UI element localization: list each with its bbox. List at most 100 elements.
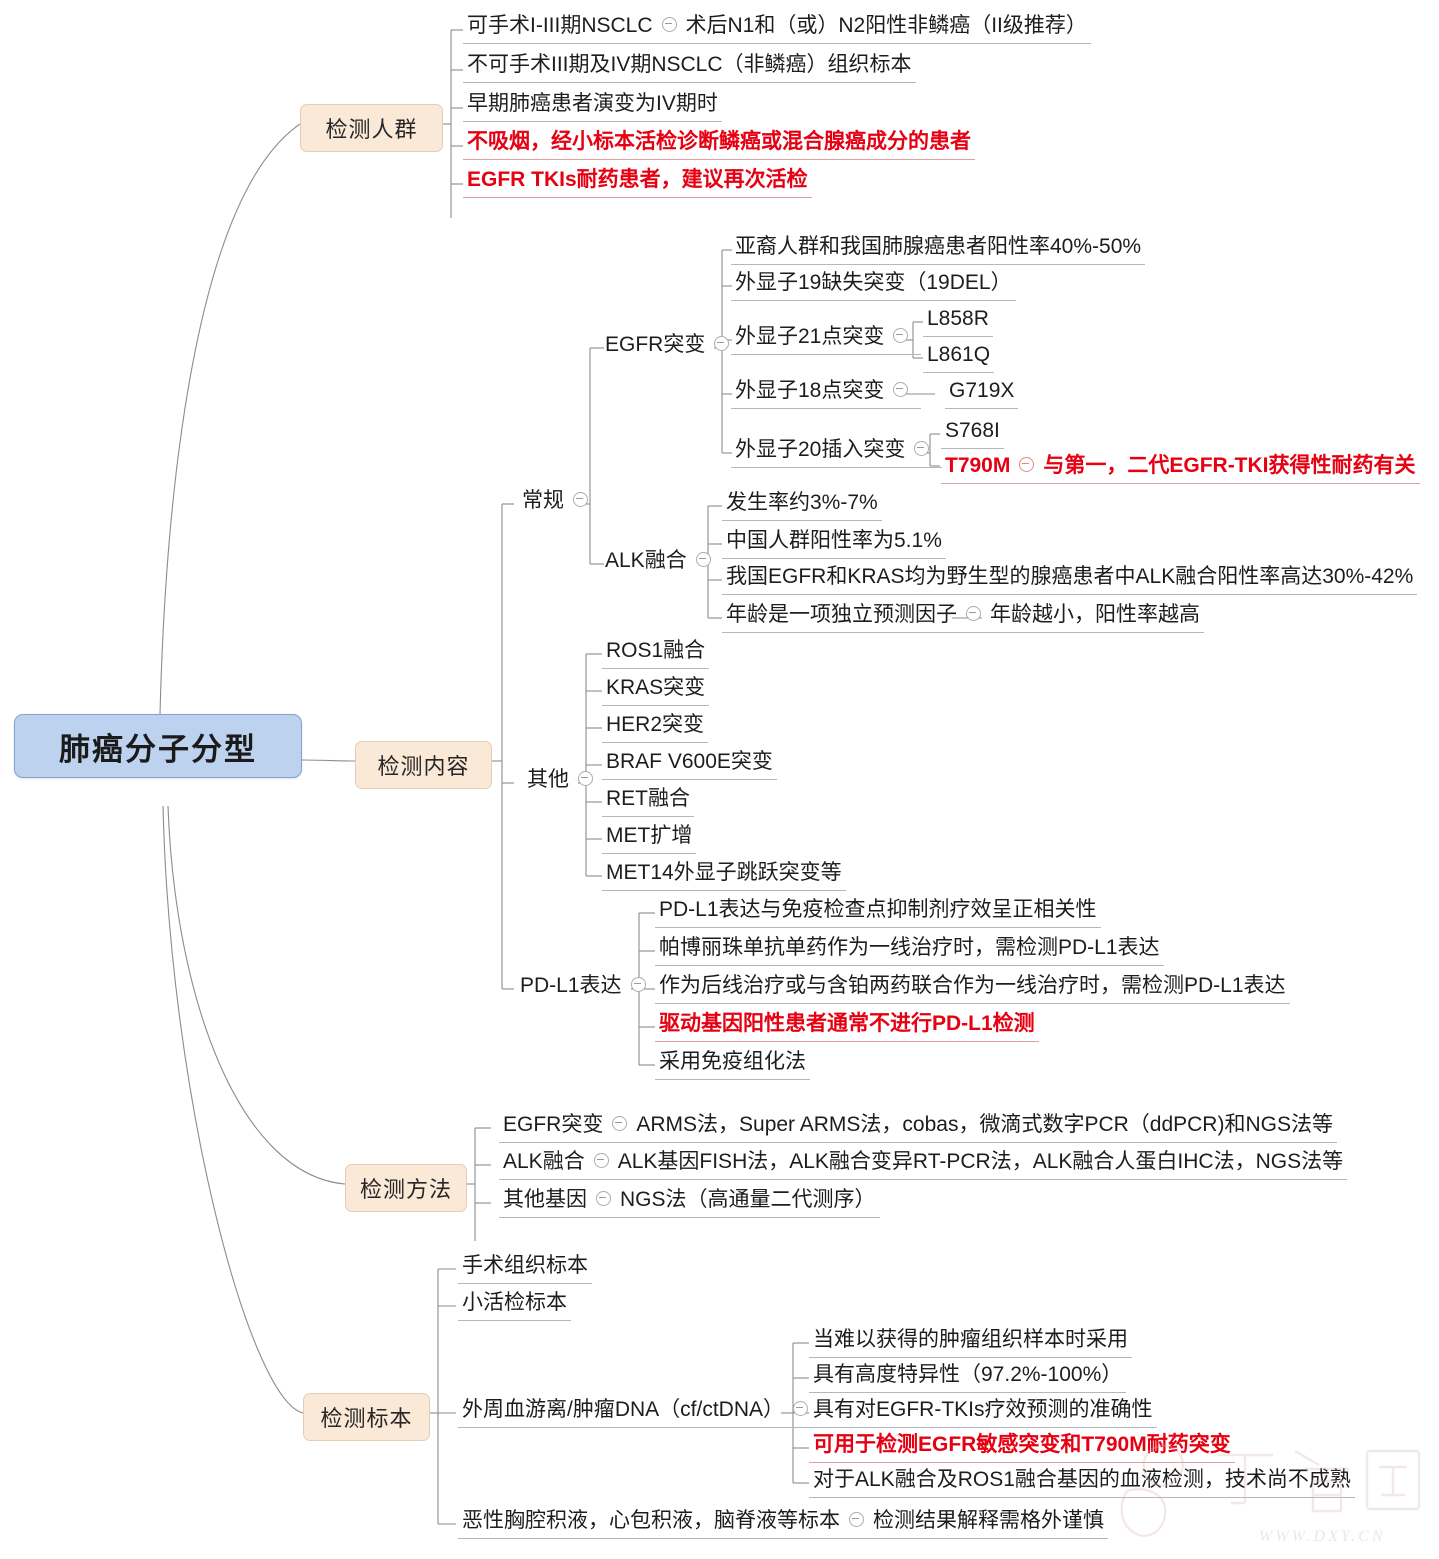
leaf-text: ROS1融合: [606, 639, 706, 662]
node-routine[interactable]: 常规: [518, 487, 601, 518]
leaf-other-1[interactable]: KRAS突变: [602, 674, 710, 707]
leaf-other-4[interactable]: RET融合: [602, 785, 694, 818]
leaf-text: EGFR突变: [503, 1113, 604, 1136]
leaf-text: 我国EGFR和KRAS均为野生型的腺癌患者中ALK融合阳性率高达30%-42%: [726, 565, 1414, 588]
leaf-text: HER2突变: [606, 713, 705, 736]
leaf-population-0[interactable]: 可手术I-III期NSCLC 术后N1和（或）N2阳性非鳞癌（II级推荐）: [463, 12, 1091, 45]
leaf-text: 对于ALK融合及ROS1融合基因的血液检测，技术尚不成熟: [813, 1468, 1351, 1491]
leaf-child-text: 年龄越小，阳性率越高: [990, 603, 1200, 626]
leaf-text: BRAF V600E突变: [606, 750, 773, 773]
leaf-ctdna-0[interactable]: 当难以获得的肿瘤组织样本时采用: [809, 1326, 1132, 1359]
leaf-other-2[interactable]: HER2突变: [602, 711, 709, 744]
node-alk[interactable]: ALK融合: [601, 547, 724, 578]
leaf-ctdna-3[interactable]: 可用于检测EGFR敏感突变和T790M耐药突变: [809, 1431, 1235, 1464]
leaf-text: 早期肺癌患者演变为IV期时: [467, 92, 718, 115]
expand-marker-icon[interactable]: [1019, 456, 1035, 472]
leaf-pdl1-0[interactable]: PD-L1表达与免疫检查点抑制剂疗效呈正相关性: [655, 896, 1101, 929]
expand-marker-icon[interactable]: [914, 440, 930, 456]
leaf-child-text: 术后N1和（或）N2阳性非鳞癌（II级推荐）: [685, 14, 1087, 37]
leaf-other-3[interactable]: BRAF V600E突变: [602, 748, 777, 781]
branch-content[interactable]: 检测内容: [355, 741, 492, 789]
leaf-child-text: ALK基因FISH法，ALK融合变异RT-PCR法，ALK融合人蛋白IHC法，N…: [617, 1150, 1344, 1173]
leaf-egfr-0[interactable]: 亚裔人群和我国肺腺癌患者阳性率40%-50%: [731, 233, 1146, 266]
leaf-text: 年龄是一项独立预测因子: [726, 603, 957, 626]
expand-marker-icon[interactable]: [612, 1115, 628, 1131]
leaf-specimen-3[interactable]: 恶性胸腔积液，心包积液，脑脊液等标本 检测结果解释需格外谨慎: [458, 1507, 1108, 1540]
leaf-population-3[interactable]: 不吸烟，经小标本活检诊断鳞癌或混合腺癌成分的患者: [463, 128, 975, 161]
expand-marker-icon[interactable]: [849, 1511, 864, 1527]
expand-marker-icon[interactable]: [596, 1190, 611, 1206]
expand-marker-icon[interactable]: [630, 976, 646, 992]
leaf-text: MET扩增: [606, 824, 693, 847]
leaf-pdl1-1[interactable]: 帕博丽珠单抗单药作为一线治疗时，需检测PD-L1表达: [655, 934, 1164, 967]
leaf-specimen-1[interactable]: 小活检标本: [458, 1289, 571, 1322]
leaf-specimen-0[interactable]: 手术组织标本: [458, 1252, 592, 1285]
leaf-text: 外显子21点突变: [735, 325, 885, 348]
leaf-population-2[interactable]: 早期肺癌患者演变为IV期时: [463, 90, 722, 123]
leaf-text: 亚裔人群和我国肺腺癌患者阳性率40%-50%: [735, 235, 1142, 258]
leaf-alk-3[interactable]: 年龄是一项独立预测因子 年龄越小，阳性率越高: [722, 601, 1204, 634]
expand-marker-icon[interactable]: [714, 335, 730, 351]
expand-marker-icon[interactable]: [793, 1400, 809, 1416]
leaf-alk-2[interactable]: 我国EGFR和KRAS均为野生型的腺癌患者中ALK融合阳性率高达30%-42%: [722, 563, 1418, 596]
node-egfr[interactable]: EGFR突变: [601, 331, 742, 362]
leaf-text: ALK融合: [503, 1150, 585, 1173]
expand-marker-icon[interactable]: [893, 327, 909, 343]
leaf-pdl1-3[interactable]: 驱动基因阳性患者通常不进行PD-L1检测: [655, 1010, 1039, 1043]
leaf-ctdna-1[interactable]: 具有高度特异性（97.2%-100%）: [809, 1361, 1127, 1394]
leaf-text: 恶性胸腔积液，心包积液，脑脊液等标本: [462, 1509, 840, 1532]
leaf-pdl1-4[interactable]: 采用免疫组化法: [655, 1048, 810, 1081]
expand-marker-icon[interactable]: [661, 16, 677, 32]
leaf-egfr-4-child-0[interactable]: S768I: [941, 417, 1004, 450]
leaf-text: 当难以获得的肿瘤组织样本时采用: [813, 1328, 1128, 1351]
leaf-text: G719X: [949, 379, 1015, 402]
expand-marker-icon[interactable]: [578, 770, 593, 786]
leaf-text: S768I: [945, 419, 1000, 442]
leaf-text: 外周血游离/肿瘤DNA（cf/ctDNA）: [462, 1398, 785, 1421]
leaf-ctdna-4[interactable]: 对于ALK融合及ROS1融合基因的血液检测，技术尚不成熟: [809, 1466, 1355, 1499]
leaf-egfr-2-child-1[interactable]: L861Q: [923, 341, 995, 374]
leaf-population-4[interactable]: EGFR TKIs耐药患者，建议再次活检: [463, 166, 812, 199]
leaf-text: 外显子19缺失突变（19DEL）: [735, 271, 1012, 294]
node-egfr-label: EGFR突变: [605, 333, 706, 356]
leaf-egfr-2-child-0[interactable]: L858R: [923, 305, 993, 338]
leaf-other-6[interactable]: MET14外显子跳跃突变等: [602, 859, 846, 892]
node-pdl1[interactable]: PD-L1表达: [516, 972, 659, 1003]
leaf-alk-0[interactable]: 发生率约3%-7%: [722, 489, 882, 522]
leaf-alk-1[interactable]: 中国人群阳性率为5.1%: [722, 527, 946, 560]
branch-specimen[interactable]: 检测标本: [303, 1393, 430, 1441]
leaf-other-0[interactable]: ROS1融合: [602, 637, 710, 670]
leaf-child-text: 检测结果解释需格外谨慎: [873, 1509, 1104, 1532]
root-node[interactable]: 肺癌分子分型: [14, 714, 302, 778]
leaf-egfr-2[interactable]: 外显子21点突变: [731, 323, 922, 356]
leaf-text: 可手术I-III期NSCLC: [467, 14, 653, 37]
expand-marker-icon[interactable]: [893, 381, 909, 397]
leaf-egfr-3[interactable]: 外显子18点突变: [731, 377, 922, 410]
leaf-egfr-4[interactable]: 外显子20插入突变: [731, 436, 943, 469]
branch-population[interactable]: 检测人群: [300, 104, 443, 152]
leaf-pdl1-2[interactable]: 作为后线治疗或与含铂两药联合作为一线治疗时，需检测PD-L1表达: [655, 972, 1290, 1005]
expand-marker-icon[interactable]: [573, 491, 588, 507]
leaf-methods-1[interactable]: ALK融合 ALK基因FISH法，ALK融合变异RT-PCR法，ALK融合人蛋白I…: [499, 1148, 1348, 1181]
leaf-text: 采用免疫组化法: [659, 1050, 806, 1073]
leaf-egfr-1[interactable]: 外显子19缺失突变（19DEL）: [731, 269, 1016, 302]
expand-marker-icon[interactable]: [966, 605, 981, 621]
expand-marker-icon[interactable]: [695, 551, 711, 567]
node-other[interactable]: 其他: [523, 766, 606, 797]
leaf-text: 小活检标本: [462, 1291, 567, 1314]
node-pdl1-label: PD-L1表达: [520, 974, 622, 997]
leaf-other-5[interactable]: MET扩增: [602, 822, 697, 855]
branch-methods[interactable]: 检测方法: [345, 1164, 467, 1212]
expand-marker-icon[interactable]: [593, 1152, 609, 1168]
leaf-text: 手术组织标本: [462, 1254, 588, 1277]
leaf-population-1[interactable]: 不可手术III期及IV期NSCLC（非鳞癌）组织标本: [463, 51, 916, 84]
leaf-specimen-2[interactable]: 外周血游离/肿瘤DNA（cf/ctDNA）: [458, 1396, 822, 1429]
leaf-egfr-3-child-0[interactable]: G719X: [945, 377, 1019, 410]
node-other-label: 其他: [527, 768, 569, 791]
node-routine-label: 常规: [522, 489, 564, 512]
branch-population-label: 检测人群: [325, 117, 418, 142]
leaf-ctdna-2[interactable]: 具有对EGFR-TKIs疗效预测的准确性: [809, 1396, 1157, 1429]
